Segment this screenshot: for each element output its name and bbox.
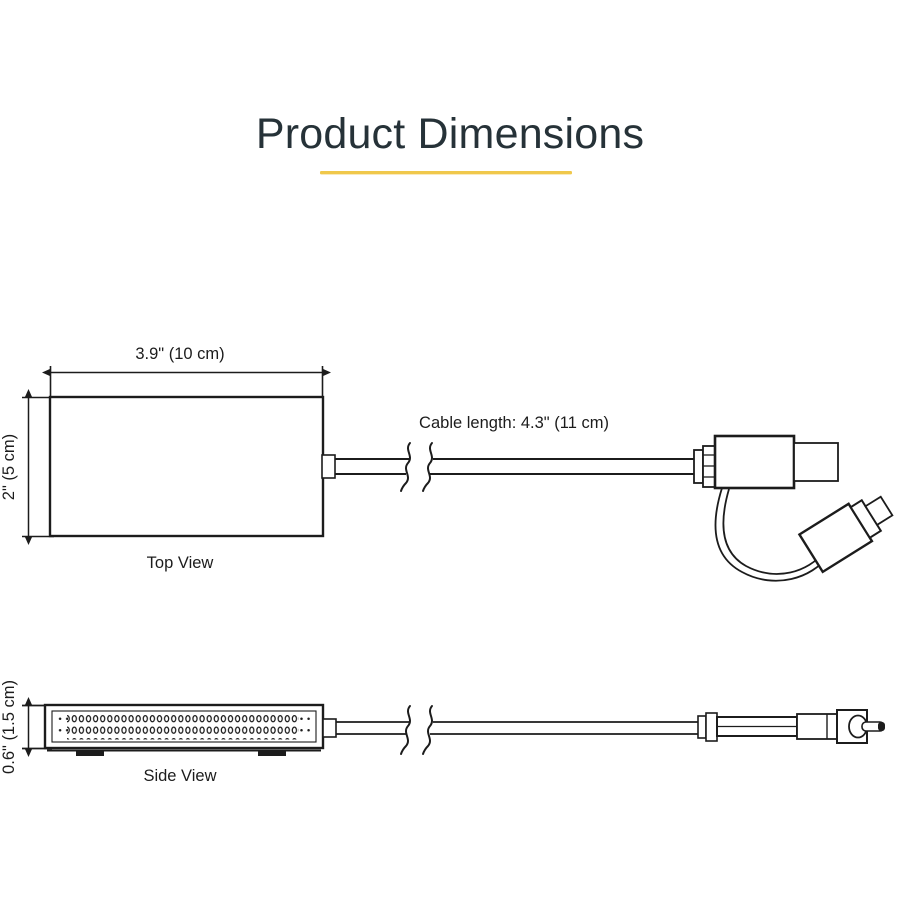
top-view-width-dimension: 3.9" (10 cm) (42, 345, 331, 399)
side-view-height-label: 0.6" (1.5 cm) (0, 680, 18, 774)
connector-body (713, 434, 796, 490)
side-connector-pin-cap (878, 722, 885, 731)
top-view-label: Top View (147, 554, 214, 572)
side-break-wave-right (422, 705, 433, 755)
secondary-connector-head (797, 495, 894, 574)
side-view-label: Side View (143, 767, 216, 785)
top-view-main-connector (693, 434, 839, 490)
side-connector-mid-block (796, 713, 838, 740)
top-view-strain-relief (321, 454, 336, 479)
top-view-width-label: 3.9" (10 cm) (135, 345, 224, 363)
connector-ferrule (693, 449, 704, 484)
top-view-secondary-connector (714, 487, 894, 582)
break-wave-right (422, 442, 433, 492)
side-connector-collar (705, 712, 718, 742)
top-view-group: 3.9" (10 cm) 2" (5 cm) (0, 345, 894, 582)
top-view-height-label: 2" (5 cm) (0, 434, 18, 500)
side-break-wave-left (400, 705, 411, 755)
page-title: Product Dimensions (256, 110, 644, 158)
top-view-height-dimension: 2" (5 cm) (0, 389, 54, 545)
side-view-group: 0.6" (1.5 cm) (0, 680, 885, 785)
title-underline (320, 171, 572, 175)
side-view-foot-right (258, 751, 286, 756)
secondary-connector-tip (864, 495, 894, 527)
cable-break-symbol-top (400, 442, 433, 492)
side-view-strain-relief (322, 718, 337, 738)
side-view-vent-holes (67, 713, 299, 740)
secondary-cable-inner (722, 488, 825, 575)
side-view-vent-dots-right (298, 713, 313, 740)
side-view-vent-dots-left (56, 713, 68, 740)
connector-plug-tip (793, 442, 839, 482)
secondary-cable-outer (714, 487, 829, 582)
side-view-foot-left (76, 751, 104, 756)
side-view-connector (697, 709, 885, 744)
top-view-device-body (48, 395, 325, 538)
cable-break-symbol-side (400, 705, 433, 755)
side-connector-ferrule (697, 715, 707, 739)
cable-length-label: Cable length: 4.3" (11 cm) (419, 414, 609, 432)
break-wave-left (400, 442, 411, 492)
